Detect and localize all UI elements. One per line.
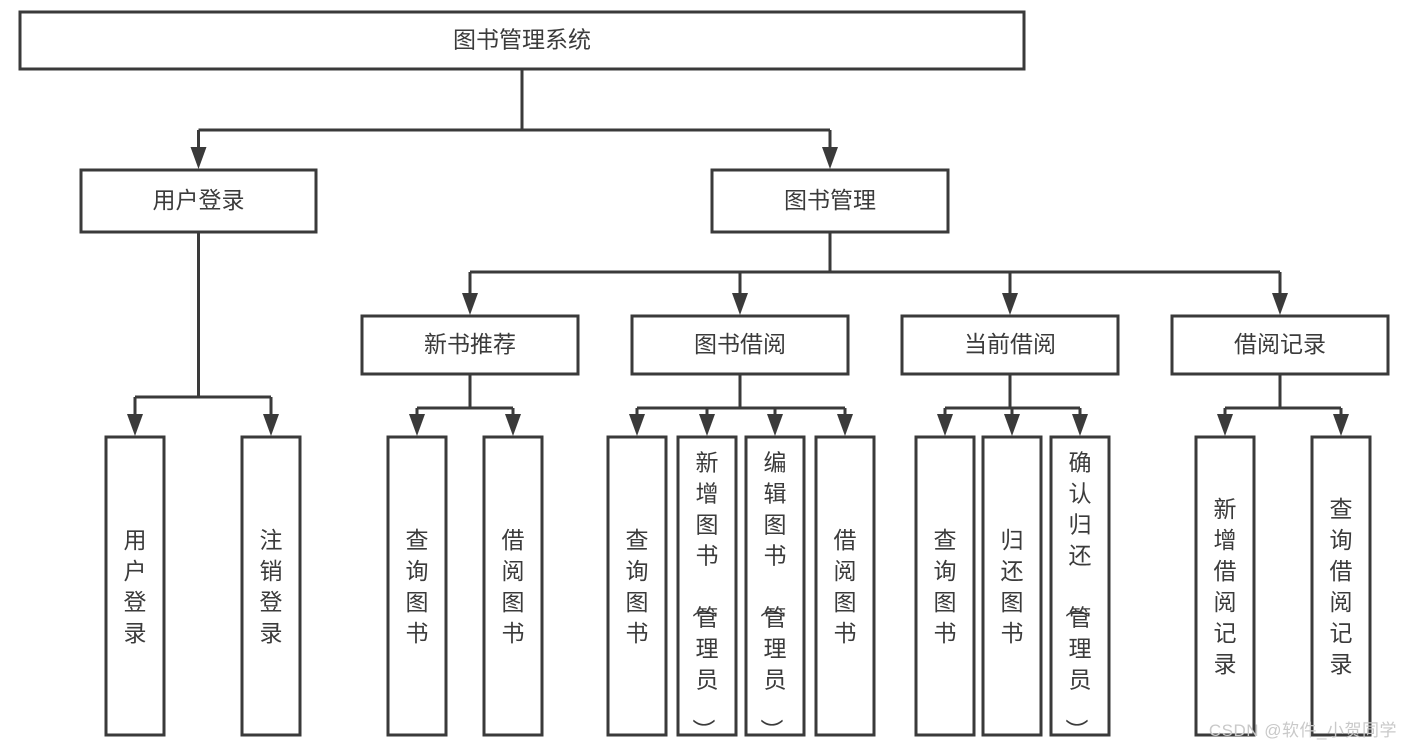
node-box [18,10,1026,71]
connector-group [409,374,521,436]
node-box [914,435,976,737]
arrow-head-icon [822,147,838,169]
node-label: 查询图书 [934,527,957,646]
node-box [1194,435,1256,737]
arrow-head-icon [1333,414,1349,436]
node-label: 图书管理系统 [453,27,591,53]
node-box [1310,435,1372,737]
node-label: 编辑图书（管理员） [759,450,787,742]
node-current-borrow[interactable]: 当前借阅 [900,314,1120,376]
arrow-head-icon [462,293,478,315]
connector-group [190,69,838,169]
node-leaf-logout[interactable]: 注销登录 [240,435,302,737]
connector-layer [127,69,1349,436]
arrow-head-icon [699,414,715,436]
node-label: 查询图书 [406,527,429,646]
node-leaf-user-login[interactable]: 用户登录 [104,435,166,737]
arrow-head-icon [127,414,143,436]
arrow-head-icon [263,414,279,436]
node-box [900,314,1120,376]
arrow-head-icon [1217,414,1233,436]
node-box [360,314,580,376]
node-leaf-query-book-3[interactable]: 查询图书 [914,435,976,737]
arrow-head-icon [409,414,425,436]
node-leaf-query-book-2[interactable]: 查询图书 [606,435,668,737]
node-label: 用户登录 [124,527,147,646]
node-root[interactable]: 图书管理系统 [18,10,1026,71]
arrow-head-icon [629,414,645,436]
arrow-head-icon [837,414,853,436]
node-leaf-edit-book[interactable]: 编辑图书（管理员） [744,435,806,742]
node-label: 注销登录 [260,527,283,646]
node-box [981,435,1043,737]
arrow-head-icon [1272,293,1288,315]
arrow-head-icon [1002,293,1018,315]
node-leaf-confirm-return[interactable]: 确认归还（管理员） [1049,435,1111,742]
node-label: 用户登录 [153,187,245,213]
connector-group [127,232,279,436]
node-label: 图书借阅 [694,331,786,357]
node-label: 新增借阅记录 [1214,496,1237,677]
connector-group [937,374,1088,436]
connector-group [1217,374,1349,436]
node-box [630,314,850,376]
node-leaf-query-record[interactable]: 查询借阅记录 [1310,435,1372,737]
connector-group [629,374,853,436]
node-user-login[interactable]: 用户登录 [79,168,318,234]
node-label: 查询图书 [626,527,649,646]
node-leaf-add-record[interactable]: 新增借阅记录 [1194,435,1256,737]
node-leaf-borrow-book-1[interactable]: 借阅图书 [482,435,544,737]
watermark-label: CSDN @软件_小贺同学 [1208,721,1397,740]
node-box [1049,435,1111,737]
node-book-borrow[interactable]: 图书借阅 [630,314,850,376]
node-box [482,435,544,737]
node-label: 新增图书（管理员） [691,450,719,742]
node-box [676,435,738,737]
node-box [1170,314,1390,376]
connector-group [462,232,1288,315]
node-box [710,168,950,234]
node-box [104,435,166,737]
arrow-head-icon [732,293,748,315]
node-label: 借阅记录 [1234,331,1326,357]
node-box [240,435,302,737]
node-book-manage[interactable]: 图书管理 [710,168,950,234]
arrow-head-icon [190,147,207,169]
arrow-head-icon [767,414,783,436]
node-label: 借阅图书 [834,527,857,646]
node-leaf-borrow-book-2[interactable]: 借阅图书 [814,435,876,737]
arrow-head-icon [1072,414,1088,436]
node-label: 借阅图书 [502,527,525,646]
node-label: 图书管理 [784,187,876,213]
node-label: 当前借阅 [964,331,1056,357]
node-borrow-record[interactable]: 借阅记录 [1170,314,1390,376]
node-label: 确认归还（管理员） [1064,450,1092,742]
node-label: 查询借阅记录 [1330,496,1353,677]
arrow-head-icon [505,414,521,436]
node-layer: 图书管理系统用户登录图书管理新书推荐图书借阅当前借阅借阅记录用户登录注销登录查询… [18,10,1390,742]
arrow-head-icon [937,414,953,436]
node-leaf-add-book[interactable]: 新增图书（管理员） [676,435,738,742]
node-label: 归还图书 [1001,527,1024,646]
node-box [744,435,806,737]
node-box [606,435,668,737]
node-leaf-query-book-1[interactable]: 查询图书 [386,435,448,737]
node-label: 新书推荐 [424,331,516,357]
node-box [814,435,876,737]
node-box [79,168,318,234]
node-new-book-rec[interactable]: 新书推荐 [360,314,580,376]
arrow-head-icon [1004,414,1020,436]
node-box [386,435,448,737]
node-leaf-return-book[interactable]: 归还图书 [981,435,1043,737]
